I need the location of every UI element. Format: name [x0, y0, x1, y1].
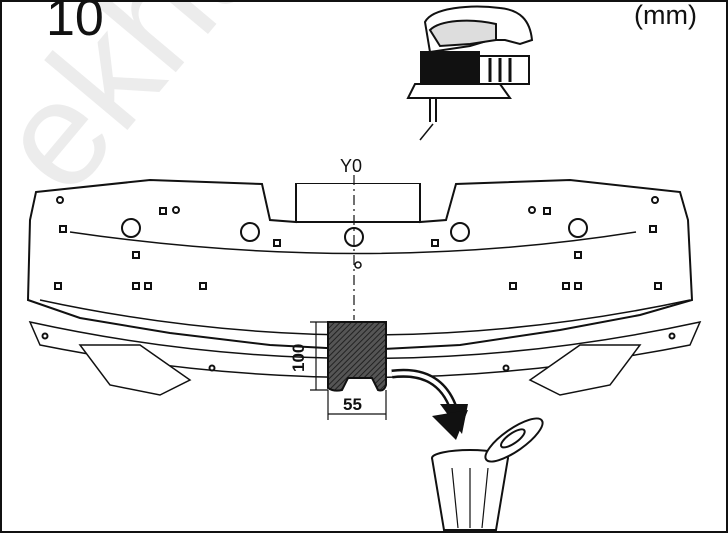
- height-value: 100: [289, 344, 308, 372]
- unit-label: (mm): [634, 0, 697, 30]
- step-number: 10: [46, 0, 104, 47]
- width-dimension: 55: [327, 390, 387, 420]
- width-value: 55: [343, 395, 362, 414]
- trash-can-icon: [431, 417, 544, 531]
- discard-arrow-icon: [391, 368, 468, 440]
- cutout-piece: [327, 321, 387, 392]
- jigsaw-icon: [406, 5, 534, 141]
- y0-label: Y0: [340, 156, 362, 176]
- y0-axis: Y0: [340, 156, 362, 320]
- bumper-panel: [26, 178, 702, 396]
- height-dimension: 100: [289, 321, 328, 391]
